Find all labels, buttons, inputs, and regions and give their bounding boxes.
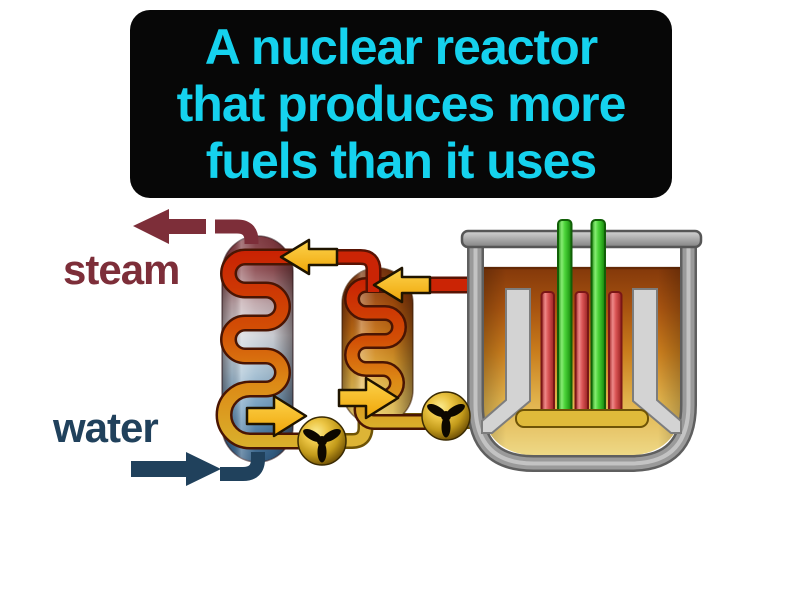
fuel-rod [540, 291, 555, 415]
coolant-inlet-manifold [515, 409, 649, 428]
core-shroud-right [632, 288, 682, 434]
steam-out-arrow-icon [133, 209, 206, 244]
definition-line-2: that produces more [176, 75, 627, 132]
control-rod [590, 219, 606, 414]
coolant-pump-left [297, 416, 347, 466]
water-in-arrow-icon [131, 452, 221, 486]
water-pipe [220, 452, 265, 481]
flow-arrow-icon [245, 394, 308, 438]
flow-arrow-icon [279, 238, 339, 276]
core-shroud-left [481, 288, 531, 434]
control-rod [557, 219, 573, 414]
definition-line-3: fuels than it uses [205, 132, 597, 189]
pump-rotor-icon [427, 403, 465, 438]
flow-arrow-icon [337, 376, 400, 420]
definition-line-1: A nuclear reactor [204, 18, 598, 75]
pump-rotor-icon [303, 428, 341, 463]
coolant-pump-right [421, 391, 471, 441]
control-rods [557, 219, 606, 414]
water-inlet [131, 452, 265, 486]
vessel-lid [460, 229, 703, 249]
steam-generator-coil [215, 248, 302, 450]
fuel-rod [574, 291, 589, 415]
secondary-hot-pipe [296, 249, 382, 292]
flow-arrow-icon [372, 266, 432, 304]
reactor-vessel [460, 219, 703, 472]
steam-outlet [133, 209, 259, 244]
definition-box: A nuclear reactor that produces more fue… [130, 10, 672, 198]
steam-pipe [215, 219, 259, 244]
steam-label: steam [63, 246, 180, 293]
flow-arrows [245, 238, 432, 438]
vessel-wall [467, 243, 697, 472]
water-label: water [53, 404, 159, 451]
fuel-rod [608, 291, 623, 415]
fuel-rods [540, 291, 623, 415]
